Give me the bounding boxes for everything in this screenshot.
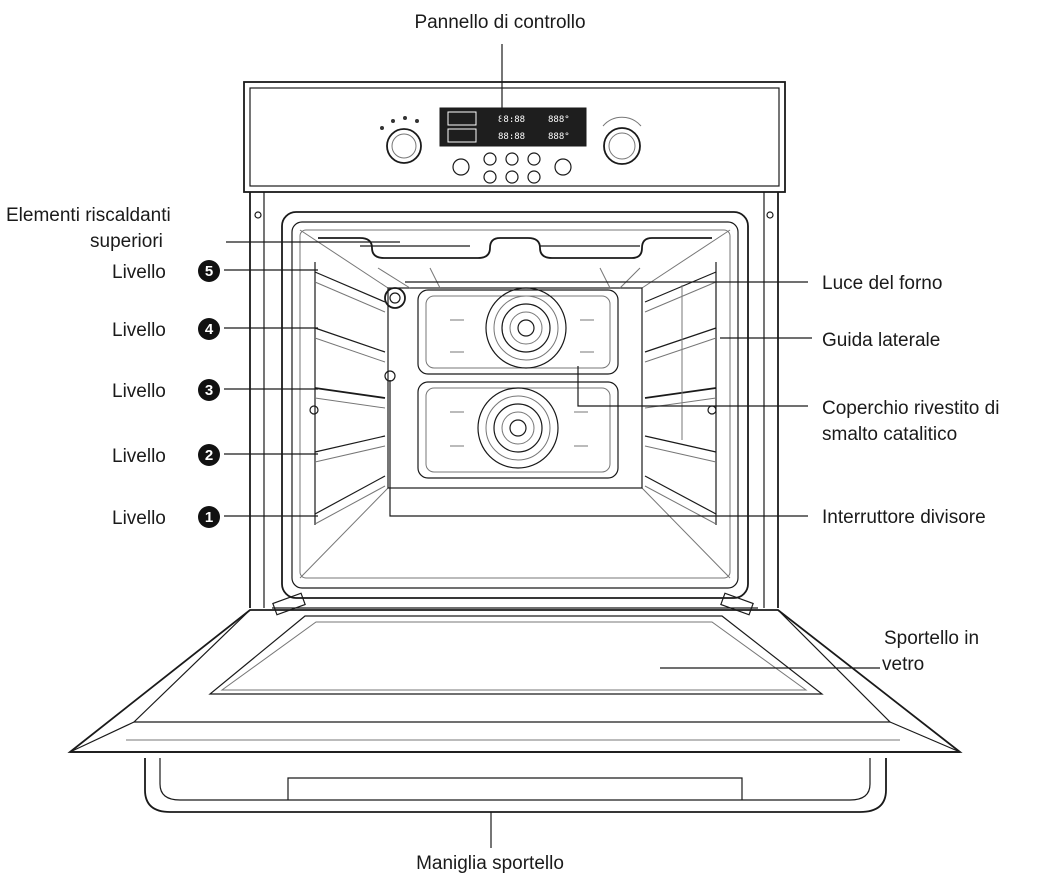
label-door-handle: Maniglia sportello (416, 853, 564, 874)
callout-lines (224, 44, 880, 848)
label-side-guide: Guida laterale (822, 330, 940, 351)
level-label: Livello (112, 508, 166, 529)
level-number: 5 (205, 263, 213, 280)
level-5: Livello 5 (112, 260, 220, 283)
oven-light-icon (384, 287, 406, 309)
oven-body (249, 192, 779, 608)
open-glass-door (67, 592, 963, 753)
panel-button[interactable] (483, 152, 497, 166)
panel-button[interactable] (483, 170, 497, 184)
level-label: Livello (112, 320, 166, 341)
label-top-heaters-line1: Elementi riscaldanti (6, 205, 171, 226)
right-side-guide (644, 262, 717, 525)
panel-button[interactable] (505, 152, 519, 166)
level-4: Livello 4 (112, 318, 220, 341)
upper-fan (485, 287, 567, 369)
level-number: 3 (205, 382, 213, 399)
display-row2-time: 88:88 (498, 132, 525, 142)
control-panel: 88:88 888° 88:88 888° (243, 81, 786, 193)
label-catalytic-line1: Coperchio rivestito di (822, 398, 999, 419)
level-label: Livello (112, 381, 166, 402)
display-row1-temp: 888° (548, 115, 570, 125)
right-knob[interactable] (603, 127, 641, 165)
level-2: Livello 2 (112, 444, 220, 467)
label-oven-light: Luce del forno (822, 273, 942, 294)
catalytic-cover-upper (417, 289, 619, 375)
level-1: Livello 1 (112, 506, 220, 529)
door-handle[interactable] (144, 758, 887, 813)
top-heating-element (318, 237, 712, 259)
panel-button[interactable] (527, 170, 541, 184)
panel-button[interactable] (505, 170, 519, 184)
left-side-guide (309, 262, 386, 525)
level-number: 2 (205, 447, 213, 464)
control-display: 88:88 888° 88:88 888° (439, 107, 587, 147)
panel-button[interactable] (527, 152, 541, 166)
level-label: Livello (112, 446, 166, 467)
level-3: Livello 3 (112, 379, 220, 402)
display-row2-temp: 888° (548, 132, 570, 142)
label-glass-door-line1: Sportello in (884, 628, 979, 649)
label-catalytic-line2: smalto catalitico (822, 424, 957, 445)
label-control-panel: Pannello di controllo (414, 12, 585, 33)
display-row1-time: 88:88 (498, 115, 525, 125)
label-divider-switch: Interruttore divisore (822, 507, 986, 528)
level-number: 4 (205, 321, 214, 338)
panel-button-right[interactable] (554, 158, 572, 176)
lower-fan (477, 387, 559, 469)
label-top-heaters-line2: superiori (90, 231, 163, 252)
divider-switch-icon (384, 370, 396, 382)
level-label: Livello (112, 262, 166, 283)
left-knob[interactable] (386, 128, 422, 164)
label-glass-door-line2: vetro (882, 654, 924, 675)
level-number: 1 (205, 509, 213, 526)
panel-button-left[interactable] (452, 158, 470, 176)
